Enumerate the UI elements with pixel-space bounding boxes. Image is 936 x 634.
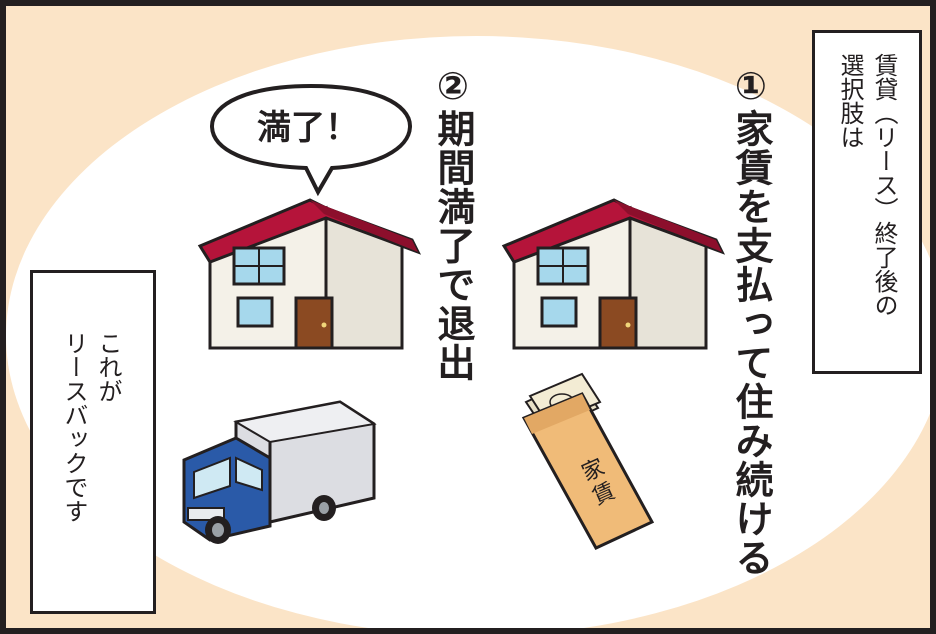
speech-bubble-text: 満了！ [257,107,359,148]
speech-bubble [209,83,413,197]
house-icon [501,198,726,350]
rent-envelope-icon [521,372,655,550]
option1-text: ①家賃を支払って住み続ける [729,64,773,577]
caption-top-col1: 賃貸（リース）終了後の [870,53,898,317]
caption-bottom-box: これが リースバックです [30,270,156,614]
house-icon [197,198,422,350]
caption-top-col2: 選択肢は [836,53,864,149]
caption-bottom-col1: これが [94,331,122,403]
option2-text: ②期間満了で退出 [431,64,475,382]
caption-bottom-col2: リースバックです [60,331,88,523]
moving-truck-icon [182,400,377,544]
caption-top-box: 賃貸（リース）終了後の 選択肢は [812,30,922,374]
